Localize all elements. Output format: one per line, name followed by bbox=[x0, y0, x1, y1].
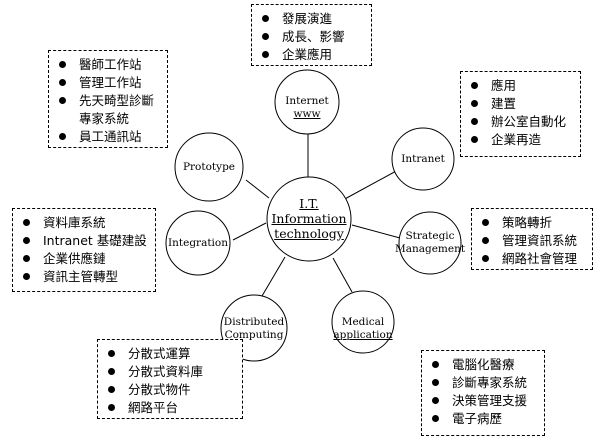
connector-prototype bbox=[245, 179, 270, 199]
prototype-label-line1: Prototype bbox=[182, 161, 236, 173]
internet-node-label: Internet www bbox=[272, 95, 342, 121]
list-item: 管理工作站 bbox=[57, 74, 161, 92]
medical-topics-box: 電腦化醫療 診斷專家系統 決策管理支援 電子病歷 bbox=[421, 350, 545, 436]
integration-label-line1: Integration bbox=[167, 237, 228, 249]
internet-label-line2: www bbox=[293, 108, 321, 120]
node-intranet-circle bbox=[391, 127, 455, 191]
node-center-circle bbox=[266, 176, 352, 262]
center-line3: technology bbox=[274, 226, 344, 241]
connector-intranet bbox=[342, 169, 399, 201]
list-item: 管理資訊系統 bbox=[480, 232, 586, 250]
strategic-topics-box: 策略轉折 管理資訊系統 網路社會管理 bbox=[471, 208, 593, 270]
list-item: 企業應用 bbox=[260, 46, 365, 64]
distributed-label-line1: Distributed bbox=[223, 316, 285, 328]
list-item-continuation: 專家系統 bbox=[79, 111, 130, 126]
node-internet-circle bbox=[274, 69, 340, 135]
connector-strategic bbox=[351, 224, 401, 239]
center-line1: I.T. bbox=[299, 196, 319, 211]
connector-integration bbox=[232, 222, 267, 241]
list-item: 辦公室自動化 bbox=[469, 113, 574, 131]
intranet-topics-box: 應用 建置 辦公室自動化 企業再造 bbox=[460, 71, 581, 157]
connector-medical bbox=[332, 257, 353, 293]
strategic-label-line2: Management bbox=[394, 243, 466, 255]
prototype-topics-box: 醫師工作站 管理工作站 先天畸型診斷專家系統 員工通訊站 bbox=[48, 50, 168, 148]
list-item: 資訊主管轉型 bbox=[21, 268, 149, 286]
center-line2: Information bbox=[271, 211, 347, 226]
list-item: 醫師工作站 bbox=[57, 56, 161, 74]
distributed-topics-box: 分散式運算 分散式資料庫 分散式物件 網路平台 bbox=[97, 339, 243, 419]
center-node-label: I.T. Information technology bbox=[259, 196, 359, 241]
list-item: 電子病歷 bbox=[430, 410, 538, 428]
internet-topics-box: 發展演進 成長、影響 企業應用 bbox=[251, 4, 372, 66]
list-item: 資料庫系統 bbox=[21, 214, 149, 232]
list-item: 先天畸型診斷專家系統 bbox=[57, 92, 161, 128]
list-item: 企業供應鏈 bbox=[21, 250, 149, 268]
list-item: 員工通訊站 bbox=[57, 128, 161, 146]
strategic-node-label: Strategic Management bbox=[392, 230, 468, 256]
distributed-label-line2: Computing bbox=[224, 329, 284, 341]
list-item: 決策管理支援 bbox=[430, 392, 538, 410]
medical-node-label: Medical application bbox=[326, 316, 400, 342]
list-item: 分散式運算 bbox=[106, 345, 236, 363]
list-item: 發展演進 bbox=[260, 10, 365, 28]
list-item: 策略轉折 bbox=[480, 214, 586, 232]
integration-node-label: Integration bbox=[160, 237, 236, 250]
intranet-node-label: Intranet bbox=[388, 153, 458, 166]
node-medical-circle bbox=[331, 290, 395, 354]
strategic-label-line1: Strategic bbox=[405, 230, 455, 242]
medical-label-line2: application bbox=[333, 329, 393, 341]
list-item: 成長、影響 bbox=[260, 28, 365, 46]
list-item: 應用 bbox=[469, 77, 574, 95]
medical-label-line1: Medical bbox=[341, 316, 385, 328]
distributed-node-label: Distributed Computing bbox=[216, 316, 292, 342]
list-item: 診斷專家系統 bbox=[430, 374, 538, 392]
list-item: Intranet 基礎建設 bbox=[21, 232, 149, 250]
node-prototype-circle bbox=[174, 132, 244, 202]
connector-distributed bbox=[261, 256, 286, 297]
list-item: 分散式物件 bbox=[106, 381, 236, 399]
intranet-label-line1: Intranet bbox=[401, 153, 445, 165]
list-item: 建置 bbox=[469, 95, 574, 113]
list-item: 企業再造 bbox=[469, 131, 574, 149]
integration-topics-box: 資料庫系統 Intranet 基礎建設 企業供應鏈 資訊主管轉型 bbox=[12, 208, 156, 292]
node-integration-circle bbox=[165, 210, 231, 276]
list-item: 分散式資料庫 bbox=[106, 363, 236, 381]
list-item: 電腦化醫療 bbox=[430, 356, 538, 374]
prototype-node-label: Prototype bbox=[171, 161, 247, 174]
internet-label-line1: Internet bbox=[285, 95, 329, 107]
list-item: 網路平台 bbox=[106, 399, 236, 417]
node-strategic-circle bbox=[398, 211, 462, 275]
list-item: 網路社會管理 bbox=[480, 250, 586, 268]
